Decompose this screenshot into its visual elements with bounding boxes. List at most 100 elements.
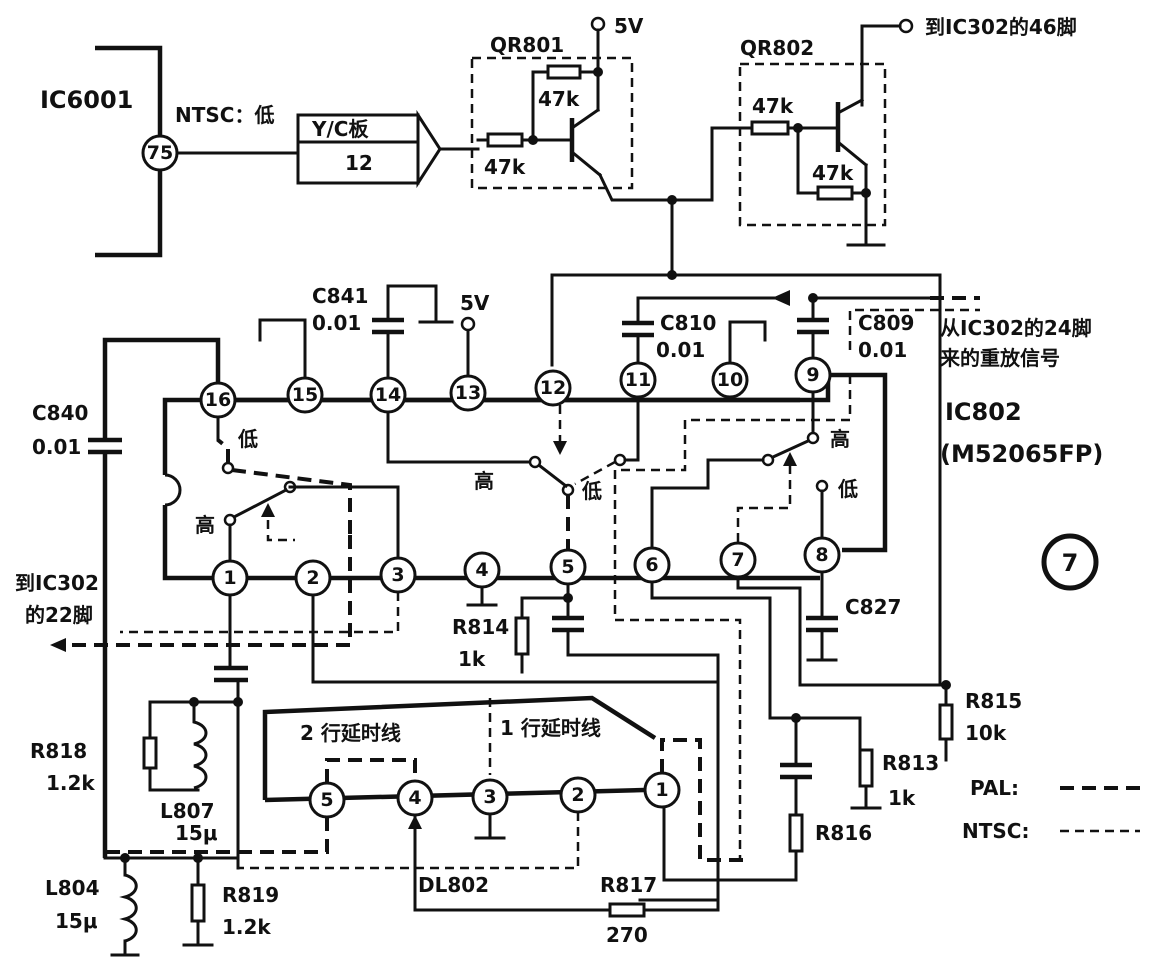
svg-text:12: 12 bbox=[540, 377, 566, 399]
r815-resistor bbox=[938, 703, 954, 741]
svg-text:4: 4 bbox=[408, 787, 421, 809]
svg-text:5: 5 bbox=[320, 789, 333, 811]
qr801-supply: 5V bbox=[614, 14, 644, 38]
ntsc-low-note: NTSC：低 bbox=[175, 103, 274, 127]
svg-text:75: 75 bbox=[147, 142, 173, 164]
l804-label: L804 bbox=[45, 876, 100, 900]
sw-left-high: 高 bbox=[195, 513, 215, 537]
yc-board-label: Y/C板 bbox=[311, 117, 369, 141]
qr802-resistor-base bbox=[750, 120, 790, 136]
r816-resistor bbox=[788, 813, 804, 853]
svg-text:3: 3 bbox=[391, 564, 404, 586]
c810-value: 0.01 bbox=[656, 338, 705, 362]
c841-label: C841 bbox=[312, 284, 368, 308]
r817-label: R817 bbox=[600, 873, 657, 897]
r817-value: 270 bbox=[606, 923, 648, 947]
qr802-r-base-value: 47k bbox=[752, 94, 794, 118]
sw-left-low: 低 bbox=[237, 427, 258, 451]
svg-text:2: 2 bbox=[571, 784, 584, 806]
bottom-network: R814 1k C827 R815 10k R813 1k bbox=[452, 570, 1022, 902]
qr802-label: QR802 bbox=[740, 36, 814, 60]
svg-text:14: 14 bbox=[375, 384, 401, 406]
r819-resistor bbox=[190, 883, 206, 923]
r813-label: R813 bbox=[882, 751, 939, 775]
svg-text:9: 9 bbox=[806, 364, 819, 386]
dl802-line1-label: 1 行延时线 bbox=[500, 716, 601, 740]
delay-line-section: R818 1.2k L807 15μ 2 行延时线 1 行延时线 5 4 3 2… bbox=[30, 593, 744, 947]
qr801-transistor-block: QR801 5V 47k 47k bbox=[470, 14, 674, 202]
legend-ntsc-label: NTSC: bbox=[962, 819, 1029, 843]
figure-number: 7 bbox=[1041, 533, 1099, 591]
l804-value: 15μ bbox=[55, 909, 98, 933]
r814-label: R814 bbox=[452, 615, 509, 639]
ic6001-label: IC6001 bbox=[40, 86, 133, 114]
svg-text:7: 7 bbox=[1062, 549, 1079, 577]
c809-value: 0.01 bbox=[858, 338, 907, 362]
ic802-bottom-pins: 1 2 3 4 5 6 7 8 bbox=[211, 536, 841, 597]
qr802-resistor-be bbox=[816, 185, 854, 201]
playback-signal-line1: 从IC302的24脚 bbox=[940, 316, 1092, 340]
legend-pal-label: PAL: bbox=[970, 776, 1019, 800]
l807-label: L807 bbox=[160, 799, 215, 823]
ic802-switches: 低 高 高 低 高 低 bbox=[195, 375, 858, 860]
svg-text:16: 16 bbox=[205, 389, 231, 411]
qr802-output: 到IC302的46脚 bbox=[925, 15, 1077, 39]
qr801-r-base-value: 47k bbox=[484, 155, 526, 179]
qr802-r-be-value: 47k bbox=[812, 161, 854, 185]
sw-center-high: 高 bbox=[474, 469, 494, 493]
r819-value: 1.2k bbox=[222, 915, 271, 939]
svg-text:13: 13 bbox=[455, 382, 481, 404]
svg-text:1: 1 bbox=[223, 567, 236, 589]
playback-signal-line2: 来的重放信号 bbox=[939, 346, 1060, 370]
sw-center-low: 低 bbox=[581, 479, 602, 503]
yc-board: Y/C板 12 bbox=[296, 109, 480, 189]
qr802-transistor-block: QR802 到IC302的46脚 47k 47k bbox=[670, 15, 1077, 247]
c810-label: C810 bbox=[660, 311, 716, 335]
svg-text:4: 4 bbox=[475, 559, 488, 581]
r818-label: R818 bbox=[30, 739, 87, 763]
sw-right-low: 低 bbox=[837, 477, 858, 501]
r813-value: 1k bbox=[888, 786, 916, 810]
r814-value: 1k bbox=[458, 647, 486, 671]
svg-text:5: 5 bbox=[561, 556, 574, 578]
sw-right-high: 高 bbox=[830, 427, 850, 451]
ic802-block: IC802 (M52065FP) 16 15 14 13 12 11 10 9 … bbox=[162, 356, 1103, 597]
svg-text:15: 15 bbox=[292, 384, 318, 406]
legend: PAL: NTSC: bbox=[962, 776, 1140, 843]
svg-text:11: 11 bbox=[625, 369, 651, 391]
c827-label: C827 bbox=[845, 595, 901, 619]
qr801-resistor-base bbox=[486, 132, 524, 148]
r815-label: R815 bbox=[965, 689, 1022, 713]
dl802-line2-label: 2 行延时线 bbox=[300, 721, 401, 745]
qr801-label: QR801 bbox=[490, 33, 564, 57]
l807-value: 15μ bbox=[175, 821, 218, 845]
to-ic302-22-line1: 到IC302 bbox=[15, 571, 99, 595]
to-ic302-22-line2: 的22脚 bbox=[25, 603, 93, 627]
qr801-r-top-value: 47k bbox=[538, 87, 580, 111]
svg-text:6: 6 bbox=[645, 554, 658, 576]
ic802-label: IC802 bbox=[945, 398, 1022, 426]
r819-label: R819 bbox=[222, 883, 279, 907]
c840-value: 0.01 bbox=[32, 435, 81, 459]
c809-label: C809 bbox=[858, 311, 914, 335]
pin13-supply: 5V bbox=[460, 291, 490, 315]
ic802-pin-12 bbox=[534, 369, 572, 407]
svg-text:8: 8 bbox=[815, 544, 828, 566]
ic802-top-pins: 16 15 14 13 12 11 10 9 bbox=[199, 356, 832, 419]
r817-resistor bbox=[608, 902, 646, 918]
dl802-label: DL802 bbox=[418, 873, 489, 897]
svg-text:3: 3 bbox=[483, 786, 496, 808]
r818-value: 1.2k bbox=[46, 771, 95, 795]
switch-control-line bbox=[550, 195, 951, 690]
svg-text:2: 2 bbox=[306, 567, 319, 589]
svg-text:10: 10 bbox=[717, 369, 743, 391]
left-network: C840 0.01 到IC302 的22脚 bbox=[15, 337, 400, 858]
qr801-resistor-top bbox=[546, 64, 582, 80]
bottom-left-network: L804 15μ R819 1.2k bbox=[45, 853, 279, 957]
ic802-top-connections: C841 0.01 5V C810 0.01 C809 0.01 从IC302的… bbox=[258, 284, 1092, 380]
svg-text:7: 7 bbox=[731, 549, 744, 571]
r816-label: R816 bbox=[815, 821, 872, 845]
r818-resistor bbox=[142, 736, 158, 770]
r815-value: 10k bbox=[965, 721, 1007, 745]
ic6001-block: IC6001 75 NTSC：低 bbox=[40, 45, 300, 258]
